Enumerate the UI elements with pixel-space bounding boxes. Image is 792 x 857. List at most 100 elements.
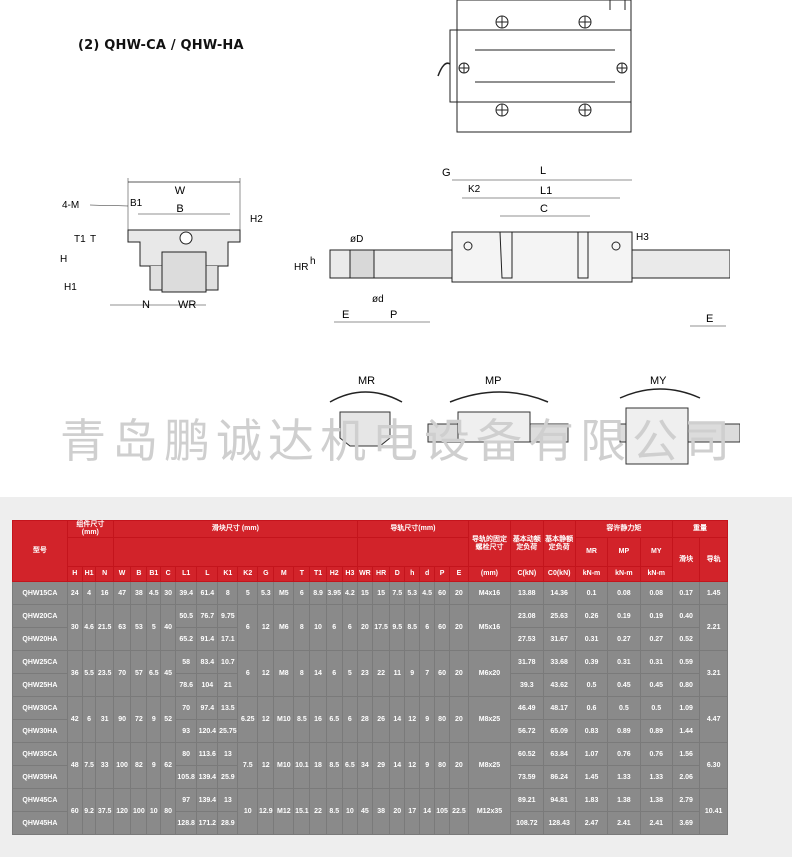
top-view-drawing [437, 0, 632, 133]
table-cell: 80 [175, 742, 198, 766]
table-cell: 2.21 [699, 604, 728, 651]
table-cell: 0.40 [671, 604, 701, 628]
table-cell: 105 [434, 788, 451, 835]
table-cell: 40 [160, 604, 177, 651]
table-cell: 50.5 [175, 604, 198, 628]
th-model: 型号 [12, 520, 68, 582]
table-cell: 13.5 [217, 696, 239, 720]
table-cell: 43.62 [542, 673, 576, 697]
th-col: H2 [325, 566, 343, 582]
table-cell: 5 [341, 650, 358, 697]
table-cell: M12 [273, 788, 295, 835]
th-weight: 重量 [671, 520, 729, 538]
th-unit: kN-m [607, 566, 641, 582]
table-cell: 45 [160, 650, 177, 697]
table-cell: 20 [356, 604, 373, 651]
table-cell: 12 [257, 742, 275, 789]
table-cell: 5 [237, 581, 259, 605]
dim-T: T [90, 234, 96, 245]
dim-H: H [60, 254, 67, 265]
table-cell: 76.7 [196, 604, 219, 628]
th-col: W [112, 566, 132, 582]
table-cell: 0.83 [574, 719, 609, 743]
table-cell: 9 [419, 742, 436, 789]
th-bolt: 导轨的固定螺栓尺寸 [467, 520, 512, 567]
table-cell: 1.07 [574, 742, 609, 766]
table-cell: 56.72 [510, 719, 544, 743]
table-cell: 91.4 [196, 627, 219, 651]
table-cell: 20 [449, 581, 469, 605]
table-cell: 10 [146, 788, 162, 835]
table-cell: 33.68 [542, 650, 576, 674]
table-cell: 39.3 [510, 673, 544, 697]
table-cell: 14 [309, 650, 327, 697]
table-cell: 10 [237, 788, 259, 835]
th-col: T [293, 566, 311, 582]
table-cell: 0.45 [639, 673, 673, 697]
table-cell: 12 [257, 696, 275, 743]
table-cell: 9.5 [389, 604, 406, 651]
table-cell: 93 [175, 719, 198, 743]
table-cell: 2.41 [639, 811, 673, 835]
th-MP: MP [607, 537, 641, 567]
table-cell: 22 [309, 788, 327, 835]
table-cell: 171.2 [196, 811, 219, 835]
table-cell: M12x35 [467, 788, 512, 835]
table-cell: 8.5 [293, 696, 311, 743]
th-col: L1 [175, 566, 198, 582]
table-cell: M8x25 [467, 696, 512, 743]
side-view-drawing: G L K2 L1 C H3 øD h HR ød E P E [294, 165, 730, 327]
table-cell: 12 [404, 696, 421, 743]
th-stat: 基本静额定负荷 [542, 520, 576, 567]
row-model: QHW35CA [12, 742, 68, 766]
table-cell: 2.79 [671, 788, 701, 812]
table-cell: 6 [341, 696, 358, 743]
table-cell: 0.76 [607, 742, 641, 766]
table-cell: 15 [356, 581, 373, 605]
dim-d: ød [372, 294, 384, 305]
dim-4M: 4-M [62, 200, 79, 211]
table-cell: 10.41 [699, 788, 728, 835]
table-cell: 45 [356, 788, 373, 835]
table-cell: 0.27 [607, 627, 641, 651]
dim-L: L [540, 165, 546, 177]
table-cell: 63 [112, 604, 132, 651]
th-assembly: 组件尺寸 (mm) [66, 520, 114, 538]
th-col: N [95, 566, 114, 582]
table-cell: 22 [371, 650, 391, 697]
table-cell: 0.19 [607, 604, 641, 628]
table-cell: 16 [309, 696, 327, 743]
table-cell: 1.38 [639, 788, 673, 812]
th-col: HR [371, 566, 391, 582]
table-cell: 14 [419, 788, 436, 835]
table-cell: 15 [371, 581, 391, 605]
table-cell: 8 [293, 650, 311, 697]
table-cell: 0.6 [574, 696, 609, 720]
table-cell: 139.4 [196, 788, 219, 812]
row-model: QHW45CA [12, 788, 68, 812]
table-cell: 28 [356, 696, 373, 743]
table-cell: 23.08 [510, 604, 544, 628]
table-cell: 60 [434, 604, 451, 651]
th-unit: kN-m [639, 566, 673, 582]
table-cell: 1.38 [607, 788, 641, 812]
row-model: QHW30CA [12, 696, 68, 720]
dim-T1: T1 [74, 234, 86, 245]
table-cell: 139.4 [196, 765, 219, 789]
table-cell: 0.89 [639, 719, 673, 743]
table-cell: 10.7 [217, 650, 239, 674]
table-cell: 23 [356, 650, 373, 697]
dim-HR: HR [294, 262, 308, 273]
table-cell: 62 [160, 742, 177, 789]
moment-MY-label: MY [650, 375, 667, 387]
table-cell: 9 [419, 696, 436, 743]
table-cell: 0.31 [607, 650, 641, 674]
table-cell: 108.72 [510, 811, 544, 835]
table-cell: 0.59 [671, 650, 701, 674]
table-cell: 4.2 [341, 581, 358, 605]
table-cell: 5.5 [81, 650, 97, 697]
table-cell: 105.8 [175, 765, 198, 789]
table-cell: 10 [341, 788, 358, 835]
